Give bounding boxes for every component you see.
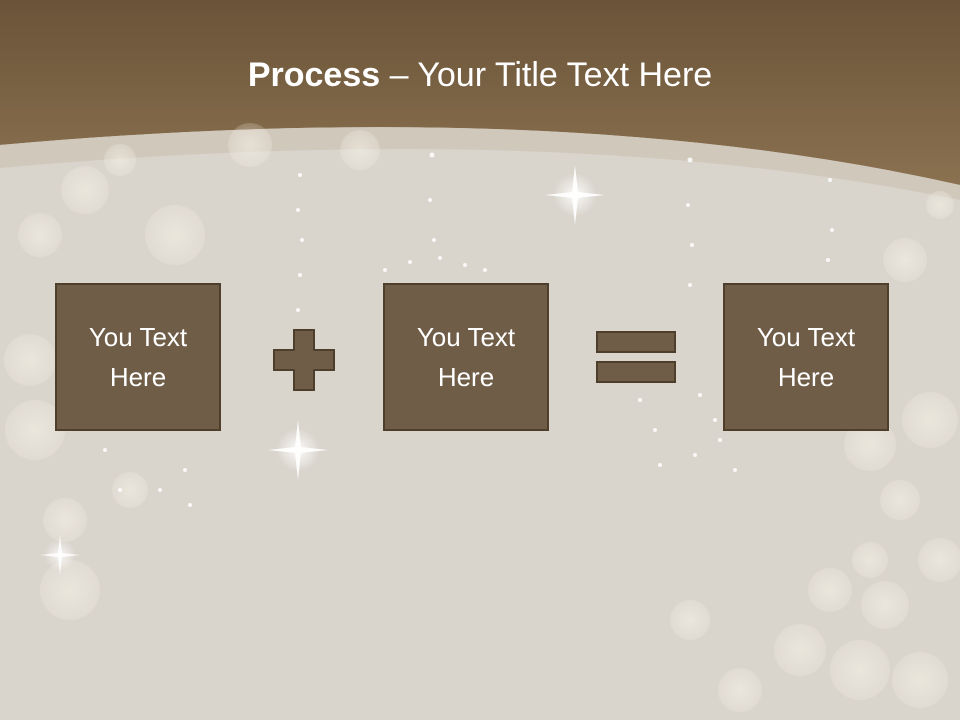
process-box-1[interactable]: You Text Here — [55, 283, 221, 431]
process-box-label: You Text Here — [416, 322, 516, 392]
title-bold-part: Process — [247, 56, 381, 94]
slide-title: Process – Your Title Text Here — [0, 54, 960, 96]
equals-icon — [596, 331, 676, 383]
process-box-label: You Text Here — [756, 322, 856, 392]
process-box-3[interactable]: You Text Here — [723, 283, 889, 431]
title-rest-part: – Your Title Text Here — [380, 56, 713, 94]
plus-icon — [273, 329, 335, 391]
process-box-label: You Text Here — [88, 322, 188, 392]
process-box-2[interactable]: You Text Here — [383, 283, 549, 431]
